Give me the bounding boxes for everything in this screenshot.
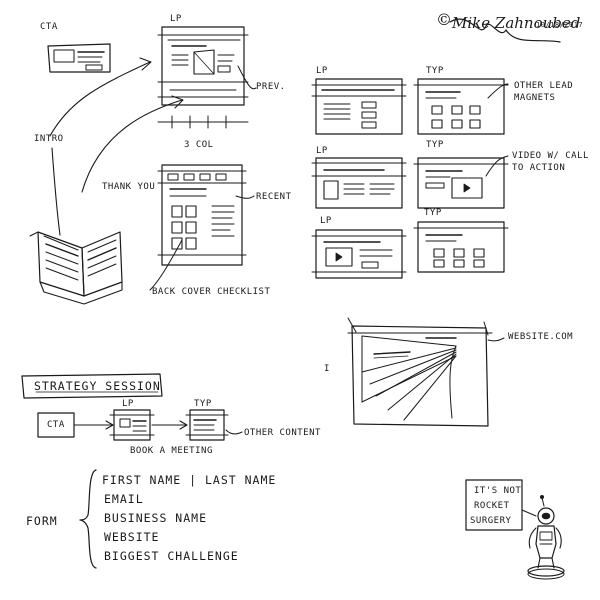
bubble-line-1: IT'S NOT	[474, 486, 521, 496]
strategy-lp-box	[110, 410, 154, 440]
form-field-name: FIRST NAME | LAST NAME	[102, 473, 276, 487]
signature-date: 10/18/2017	[536, 21, 583, 29]
strategy-typ-box	[186, 410, 242, 440]
grid-typ3	[414, 222, 508, 272]
grid-typ1	[414, 79, 508, 134]
cta-card-sketch	[48, 44, 110, 72]
strategy-typ-label: TYP	[194, 399, 212, 409]
book-arrow-to-lp	[82, 100, 182, 192]
bubble-line-3: SURGERY	[470, 516, 511, 526]
cta-label: CTA	[40, 22, 58, 32]
bubble-line-2: ROCKET	[474, 501, 510, 511]
prev-label: PREV.	[256, 82, 286, 92]
grid-lp1	[312, 79, 406, 134]
form-brace	[80, 470, 96, 568]
video-cta-note: VIDEO W/ CALL TO ACTION	[512, 150, 590, 174]
intro-line-down	[52, 148, 60, 235]
grid-lp2	[312, 158, 406, 208]
form-label: FORM	[26, 514, 58, 528]
website-side-mark: I	[324, 364, 330, 374]
grid-typ2	[414, 156, 508, 208]
lp-top-label: LP	[170, 14, 182, 24]
website-label: WEBSITE.COM	[508, 332, 573, 342]
website-perspective-sketch	[348, 318, 504, 426]
intro-label: INTRO	[34, 134, 64, 144]
other-lead-magnets-note: OTHER LEAD MAGNETS	[514, 80, 590, 104]
intro-arrow-to-cta	[50, 62, 150, 136]
lp-wireframe-top	[158, 27, 256, 128]
grid-lp3	[312, 230, 406, 278]
ebook-sketch	[30, 232, 122, 304]
grid-lp3-label: LP	[320, 216, 332, 226]
form-field-challenge: BIGGEST CHALLENGE	[104, 549, 239, 563]
grid-typ3-label: TYP	[424, 208, 442, 218]
strategy-cta-label: CTA	[47, 420, 65, 430]
copyright-mark: ©	[436, 10, 452, 29]
book-meeting-label: BOOK A MEETING	[130, 446, 213, 456]
grid-lp2-label: LP	[316, 146, 328, 156]
form-field-business: BUSINESS NAME	[104, 511, 207, 525]
grid-typ2-label: TYP	[426, 140, 444, 150]
form-field-email: EMAIL	[104, 492, 144, 506]
form-field-website: WEBSITE	[104, 530, 159, 544]
three-col-label: 3 COL	[184, 140, 214, 150]
grid-typ1-label: TYP	[426, 66, 444, 76]
other-content-label: OTHER CONTENT	[244, 428, 321, 438]
grid-lp1-label: LP	[316, 66, 328, 76]
back-cover-label: BACK COVER CHECKLIST	[152, 287, 270, 297]
thank-you-wireframe	[150, 165, 254, 290]
strategy-session-title: STRATEGY SESSION	[34, 379, 161, 393]
recent-label: RECENT	[256, 192, 292, 202]
thank-you-label: THANK YOU	[102, 182, 155, 192]
strategy-lp-label: LP	[122, 399, 134, 409]
